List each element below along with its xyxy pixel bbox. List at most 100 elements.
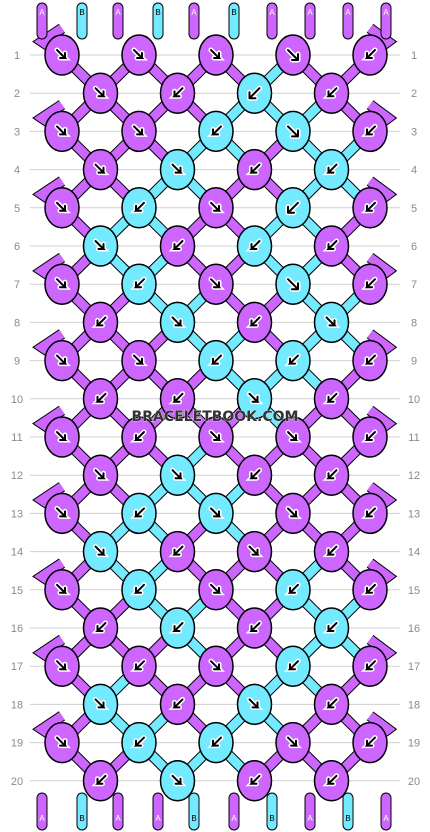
knot: [159, 683, 196, 726]
row-number-left: 3: [14, 126, 20, 138]
row-number-right: 12: [408, 470, 420, 482]
knot: [275, 339, 311, 382]
row-number-right: 3: [411, 126, 417, 138]
knot-arrow: [210, 354, 222, 365]
top-string-end-label: A: [269, 8, 275, 17]
knot-arrow: [171, 469, 183, 480]
bottom-string-end-label: A: [231, 814, 237, 823]
row-number-right: 14: [408, 547, 420, 559]
knot: [44, 721, 80, 764]
knot-arrow: [133, 201, 145, 212]
bottom-string-end-label: B: [191, 814, 196, 823]
row-number-left: 2: [14, 88, 20, 100]
row-number-left: 16: [11, 623, 23, 635]
top-string-end-label: A: [383, 8, 389, 17]
knot-arrow: [326, 163, 338, 174]
row-number-left: 8: [14, 317, 20, 329]
knot-arrow: [56, 125, 68, 136]
knot-arrow: [248, 392, 260, 403]
knot: [121, 34, 157, 76]
row-number-left: 10: [11, 394, 23, 406]
knot-arrow: [326, 698, 338, 709]
knot: [275, 645, 311, 687]
knot: [44, 492, 80, 535]
row-number-left: 1: [14, 50, 20, 62]
row-number-left: 14: [11, 547, 23, 559]
row-number-left: 12: [11, 470, 23, 482]
bottom-string-end-label: B: [345, 814, 350, 823]
knot-arrow: [326, 774, 338, 785]
knot: [313, 72, 350, 114]
knot: [159, 760, 196, 802]
knot: [236, 760, 273, 802]
knot: [44, 263, 80, 305]
row-number-right: 4: [411, 165, 417, 177]
knot-arrow: [56, 736, 68, 747]
knot: [352, 721, 388, 764]
knot: [198, 187, 234, 229]
knot-arrow: [364, 431, 376, 441]
knot-arrow: [133, 507, 145, 518]
knot: [198, 492, 234, 535]
knot: [275, 263, 311, 305]
knot-arrow: [249, 774, 261, 785]
knot-arrow: [95, 316, 107, 327]
knot: [159, 225, 196, 267]
knot-arrow: [210, 507, 222, 518]
knot: [236, 148, 273, 191]
knot-arrow: [287, 49, 299, 61]
knot: [159, 454, 196, 496]
knot-arrow: [287, 736, 299, 747]
knot: [159, 148, 196, 191]
knot: [198, 263, 234, 305]
knot-arrow: [133, 583, 145, 594]
knot: [121, 569, 157, 611]
knot-arrow: [249, 622, 261, 632]
knot: [275, 416, 311, 458]
knot: [159, 72, 196, 114]
knot: [236, 301, 273, 344]
knot: [275, 110, 311, 153]
knot-arrow: [364, 354, 376, 365]
knot-arrow: [94, 240, 106, 250]
row-number-left: 19: [11, 738, 23, 750]
knot-arrow: [94, 87, 106, 98]
knot: [236, 530, 273, 573]
knot-arrow: [95, 392, 107, 403]
knot: [121, 339, 157, 382]
knot: [236, 454, 273, 496]
row-number-right: 18: [408, 699, 420, 711]
knot-arrow: [94, 545, 106, 556]
knot-arrow: [287, 583, 299, 594]
knot: [82, 301, 119, 344]
knot-arrow: [133, 354, 145, 365]
knot: [121, 187, 157, 229]
knot-arrow: [326, 622, 338, 632]
knot-arrow: [287, 278, 299, 291]
knot-arrow: [56, 354, 68, 365]
knot: [313, 378, 350, 420]
knot-arrow: [364, 278, 376, 289]
knot: [275, 187, 311, 229]
knot: [121, 110, 157, 153]
watermark-text: BRACELETBOOK.COM: [132, 409, 299, 425]
row-number-right: 15: [408, 585, 420, 597]
knot: [44, 645, 80, 687]
knot-arrow: [326, 545, 338, 556]
knot-arrow: [249, 240, 261, 250]
knot-arrow: [172, 87, 184, 98]
knot-arrow: [94, 698, 106, 709]
knot-arrow: [326, 240, 338, 250]
knot: [82, 378, 119, 420]
knot-arrow: [364, 583, 376, 594]
top-string-end-label: A: [191, 8, 197, 17]
knot-arrow: [249, 316, 261, 327]
knot: [198, 721, 234, 764]
knot-arrow: [95, 774, 107, 785]
knot: [82, 72, 119, 114]
knot-arrow: [248, 698, 260, 709]
knot: [82, 225, 119, 267]
row-number-left: 9: [14, 356, 20, 368]
knot: [352, 645, 388, 687]
